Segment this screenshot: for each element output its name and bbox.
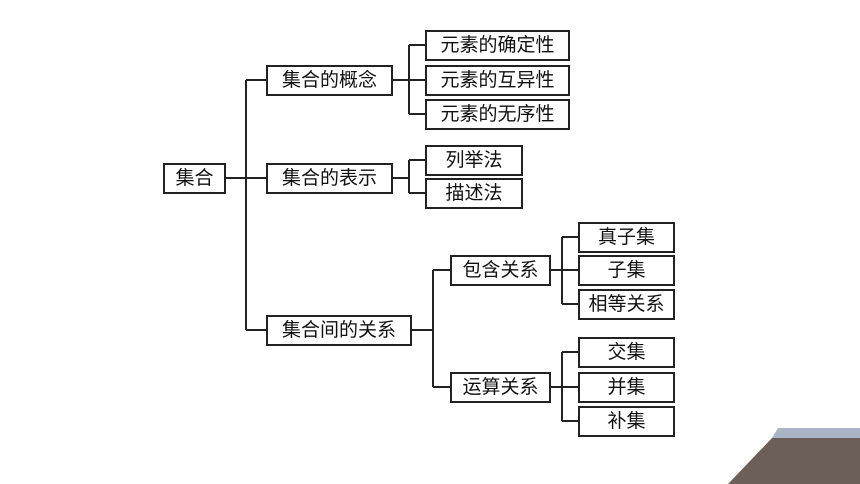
corner-dark-shape [728,438,860,484]
node-subset: 子集 [578,255,675,286]
node-element-definiteness: 元素的确定性 [425,30,570,61]
node-description-method: 描述法 [425,178,523,209]
node-set-concept: 集合的概念 [266,65,393,96]
node-equality-relation: 相等关系 [578,289,675,320]
corner-light-band [772,428,860,438]
node-element-distinctness: 元素的互异性 [425,65,570,96]
node-enumeration-method: 列举法 [425,145,523,176]
node-union: 并集 [578,372,675,403]
node-element-unorderedness: 元素的无序性 [425,99,570,130]
node-root: 集合 [163,163,226,194]
node-set-relations: 集合间的关系 [266,315,412,346]
corner-decoration [728,428,860,484]
node-intersection: 交集 [578,337,675,368]
connector-lines [226,44,578,422]
node-operation-relation: 运算关系 [450,372,551,403]
node-inclusion-relation: 包含关系 [450,255,551,286]
node-set-representation: 集合的表示 [266,163,393,194]
node-proper-subset: 真子集 [578,222,675,253]
node-complement: 补集 [578,406,675,437]
